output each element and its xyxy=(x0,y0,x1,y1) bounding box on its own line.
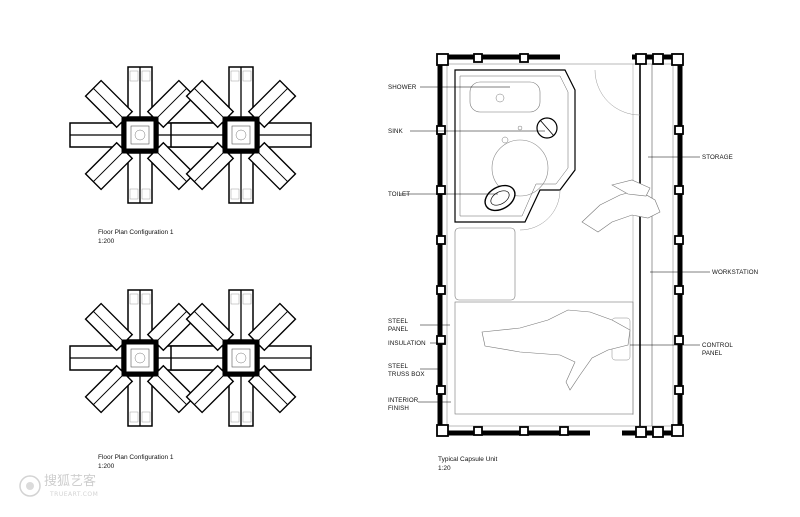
floor-plan-scale: 1:200 xyxy=(98,463,115,470)
capsule-caption: Typical Capsule Unit xyxy=(438,456,497,463)
label-storage: STORAGE xyxy=(702,154,733,161)
label-interior: INTERIOR xyxy=(388,397,419,404)
label-finish: FINISH xyxy=(388,405,409,412)
floor-plan-1 xyxy=(70,67,311,203)
label-truss-box: TRUSS BOX xyxy=(388,371,425,378)
capsule-cluster xyxy=(171,67,311,203)
floor-plan-2 xyxy=(70,290,311,426)
label-workstation: WORKSTATION xyxy=(712,269,758,276)
label-steel: STEEL xyxy=(388,318,409,325)
floor-plan-scale: 1:200 xyxy=(98,238,115,245)
capsule-labels-left: SHOWER SINK TOILET STEEL PANEL INSULATIO… xyxy=(388,84,426,412)
label-toilet: TOILET xyxy=(388,191,410,198)
capsule-cluster xyxy=(171,290,311,426)
floor-plan-caption: Floor Plan Configuration 1 xyxy=(98,229,174,236)
label-steel-2: STEEL xyxy=(388,363,409,370)
watermark: 搜狐艺客 TRUEART.COM xyxy=(19,473,98,498)
watermark-text: 搜狐艺客 xyxy=(44,473,96,489)
label-insulation: INSULATION xyxy=(388,340,426,347)
capsule-unit-plan xyxy=(400,53,710,438)
capsule-labels-right: STORAGE WORKSTATION CONTROL PANEL xyxy=(702,154,758,357)
watermark-logo-dot-icon xyxy=(26,482,34,490)
floor-plan-caption: Floor Plan Configuration 1 xyxy=(98,454,174,461)
watermark-subtext: TRUEART.COM xyxy=(49,491,98,498)
label-shower: SHOWER xyxy=(388,84,417,91)
label-sink: SINK xyxy=(388,128,404,135)
capsule-scale: 1:20 xyxy=(438,465,451,472)
label-control: CONTROL xyxy=(702,342,733,349)
label-panel: PANEL xyxy=(388,326,409,333)
label-control-panel: PANEL xyxy=(702,350,723,357)
watermark-logo-icon xyxy=(19,475,41,497)
